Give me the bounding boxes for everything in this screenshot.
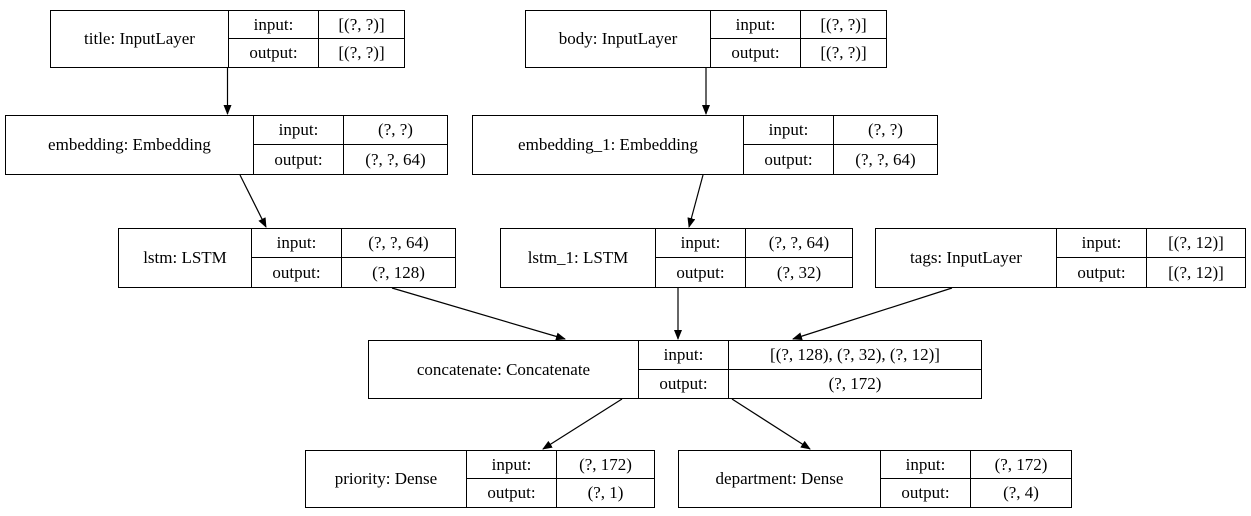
input-shape: (?, 172): [557, 451, 654, 479]
input-label: input:: [656, 229, 746, 258]
input-label: input:: [711, 11, 801, 39]
edge-embedding1-to-lstm1: [687, 174, 704, 228]
input-shape: (?, ?, 64): [746, 229, 852, 258]
node-department-dense: department: Dense input: (?, 172) output…: [678, 450, 1072, 508]
layer-name: body: InputLayer: [526, 11, 711, 67]
input-label: input:: [252, 229, 342, 258]
output-shape: (?, 32): [776, 262, 822, 282]
layer-name: embedding: Embedding: [6, 116, 254, 174]
layer-name: tags: InputLayer: [876, 229, 1057, 287]
input-shape: (?, ?): [344, 116, 447, 145]
output-label: output:: [744, 145, 834, 174]
node-body-inputlayer: body: InputLayer input: [(?, ?)] output:…: [525, 10, 887, 68]
edge-lstm-to-concatenate: [391, 287, 566, 341]
input-label: input:: [467, 451, 557, 479]
output-shape: [(?, ?)]: [338, 43, 385, 62]
output-shape: [(?, ?)]: [820, 43, 867, 62]
node-embedding-1: embedding_1: Embedding input: (?, ?) out…: [472, 115, 938, 175]
output-label: output:: [711, 39, 801, 67]
output-label: output:: [252, 258, 342, 287]
output-shape: (?, 172): [828, 373, 882, 393]
input-label: input:: [1057, 229, 1147, 258]
input-shape: [(?, 12)]: [1147, 229, 1245, 258]
output-label: output:: [656, 258, 746, 287]
output-label: output:: [254, 145, 344, 174]
input-label: input:: [254, 116, 344, 145]
output-shape: [(?, 12)]: [1168, 262, 1224, 282]
output-shape: (?, ?, 64): [855, 149, 916, 169]
layer-name: department: Dense: [679, 451, 881, 507]
input-shape: [(?, ?)]: [319, 11, 404, 39]
layer-name: lstm: LSTM: [119, 229, 252, 287]
output-shape: (?, 4): [1003, 483, 1039, 502]
input-label: input:: [639, 341, 729, 370]
input-label: input:: [744, 116, 834, 145]
node-lstm: lstm: LSTM input: (?, ?, 64) output: (?,…: [118, 228, 456, 288]
output-label: output:: [229, 39, 319, 67]
node-priority-dense: priority: Dense input: (?, 172) output: …: [305, 450, 655, 508]
output-label: output:: [881, 479, 971, 507]
input-label: input:: [881, 451, 971, 479]
input-shape: (?, ?): [834, 116, 937, 145]
edge-tags-to-concatenate: [792, 287, 953, 341]
layer-name: lstm_1: LSTM: [501, 229, 656, 287]
input-label: input:: [229, 11, 319, 39]
output-label: output:: [467, 479, 557, 507]
input-shape: (?, 172): [971, 451, 1071, 479]
input-shape: [(?, 128), (?, 32), (?, 12)]: [729, 341, 981, 370]
node-lstm-1: lstm_1: LSTM input: (?, ?, 64) output: (…: [500, 228, 853, 288]
edge-concatenate-to-department: [731, 398, 811, 450]
output-shape: (?, 128): [372, 262, 425, 282]
edge-embedding-to-lstm: [239, 174, 267, 228]
node-title-inputlayer: title: InputLayer input: [(?, ?)] output…: [50, 10, 405, 68]
layer-name: concatenate: Concatenate: [369, 341, 639, 398]
output-label: output:: [1057, 258, 1147, 287]
node-concatenate: concatenate: Concatenate input: [(?, 128…: [368, 340, 982, 399]
output-shape: (?, ?, 64): [365, 149, 426, 169]
layer-name: title: InputLayer: [51, 11, 229, 67]
input-shape: (?, ?, 64): [342, 229, 455, 258]
layer-name: embedding_1: Embedding: [473, 116, 744, 174]
node-tags-inputlayer: tags: InputLayer input: [(?, 12)] output…: [875, 228, 1246, 288]
layer-name: priority: Dense: [306, 451, 467, 507]
output-label: output:: [639, 369, 729, 398]
node-embedding: embedding: Embedding input: (?, ?) outpu…: [5, 115, 448, 175]
edge-concatenate-to-priority: [542, 398, 623, 450]
output-shape: (?, 1): [587, 483, 624, 502]
input-shape: [(?, ?)]: [801, 11, 886, 39]
